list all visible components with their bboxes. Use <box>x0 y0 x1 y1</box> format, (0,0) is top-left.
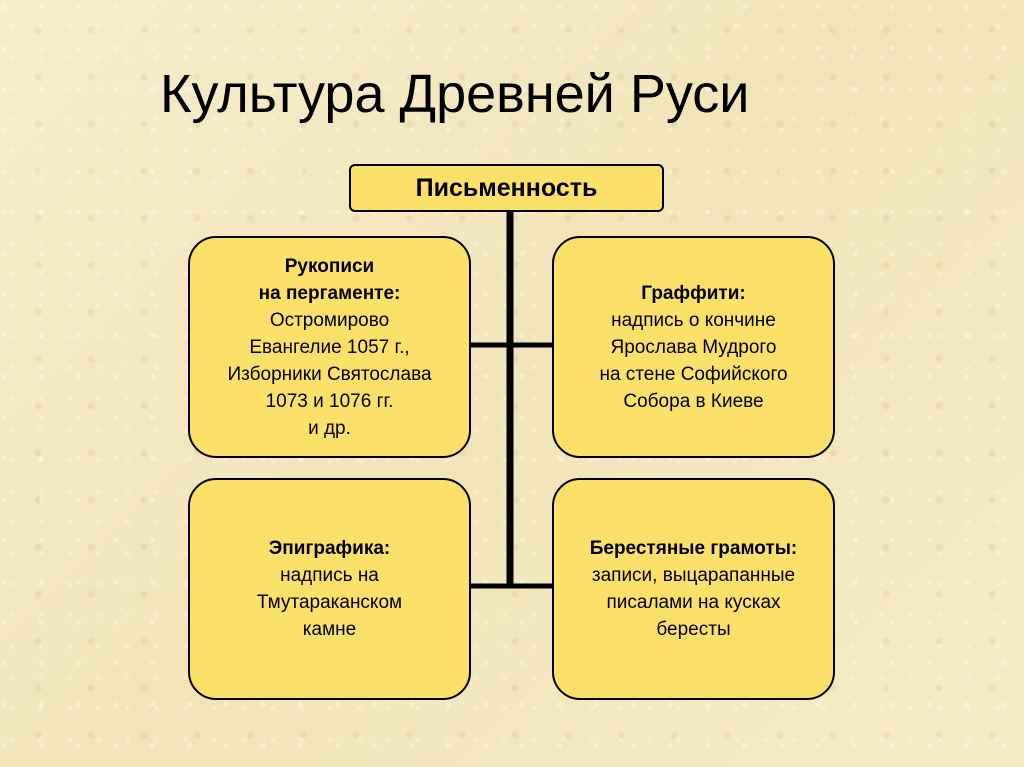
node-text: Остромирово Евангелие 1057 г., Изборники… <box>227 309 432 439</box>
node-epigraphy: Эпиграфика: надпись на Тмутараканском ка… <box>188 478 471 700</box>
node-text: надпись о кончине Ярослава Мудрого на ст… <box>599 309 788 412</box>
node-heading: Берестяные грамоты: <box>589 538 798 559</box>
node-heading: Граффити: <box>641 282 746 304</box>
node-heading: Эпиграфика: <box>268 538 391 559</box>
node-text: записи, выцарапанные писалами на кусках … <box>591 565 796 640</box>
node-heading: Рукописи на пергаменте: <box>258 255 401 304</box>
node-parchment-manuscripts: Рукописи на пергаменте: Остромирово Еван… <box>188 236 471 458</box>
node-birch-bark-letters: Берестяные грамоты: записи, выцарапанные… <box>552 478 835 700</box>
node-graffiti: Граффити: надпись о кончине Ярослава Муд… <box>552 236 835 458</box>
root-node-writing: Письменность <box>349 164 664 212</box>
slide-title: Культура Древней Руси <box>160 64 750 124</box>
node-text: надпись на Тмутараканском камне <box>256 565 403 640</box>
